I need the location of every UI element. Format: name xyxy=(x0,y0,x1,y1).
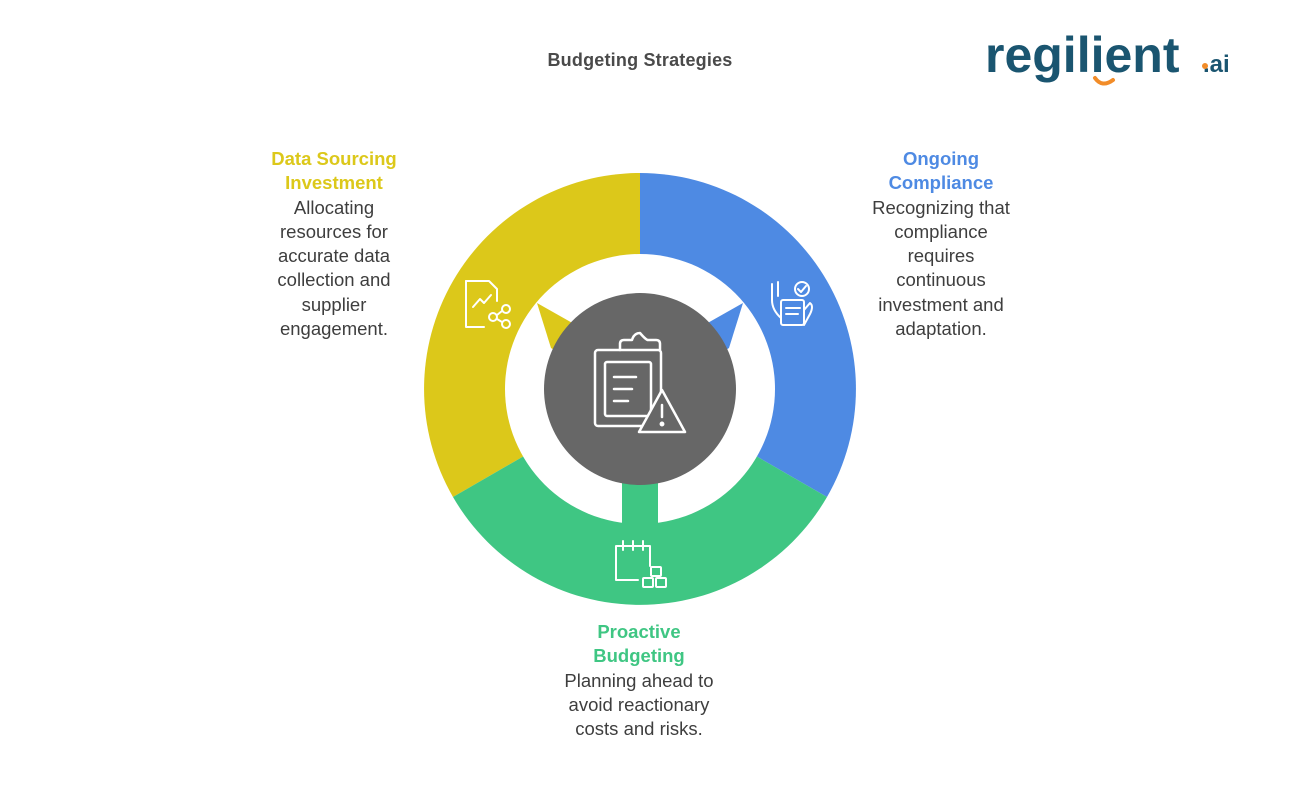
heading-data-sourcing-line2: Investment xyxy=(285,172,383,194)
desc-data-sourcing-line2: resources for xyxy=(280,220,388,242)
checklist-hand-icon xyxy=(771,281,813,326)
desc-data-sourcing-line5: supplier xyxy=(301,293,367,315)
center-hub xyxy=(544,293,736,485)
label-proactive-budgeting: Proactive Budgeting Planning ahead to av… xyxy=(548,620,730,741)
clipboard-warning-icon xyxy=(593,331,687,434)
heading-ongoing-compliance-line1: Ongoing xyxy=(902,148,980,169)
desc-ongoing-compliance-line5: investment and xyxy=(878,293,1004,315)
desc-proactive-budgeting-line2: avoid reactionary xyxy=(568,693,710,715)
page-title: Budgeting Strategies xyxy=(547,50,733,70)
desc-ongoing-compliance-line4: continuous xyxy=(896,269,986,291)
desc-data-sourcing-line1: Allocating xyxy=(293,196,375,218)
company-logo: regilient .ai xyxy=(985,27,1230,86)
desc-data-sourcing-line6: engagement. xyxy=(279,318,388,340)
desc-ongoing-compliance-line1: Recognizing that xyxy=(872,196,1010,218)
logo-wordmark: regilient xyxy=(985,27,1180,83)
label-data-sourcing: Data Sourcing Investment Allocating reso… xyxy=(254,147,414,341)
desc-data-sourcing-line3: accurate data xyxy=(277,245,391,267)
desc-proactive-budgeting-line3: costs and risks. xyxy=(575,718,703,740)
calendar-blocks-icon xyxy=(615,540,667,588)
desc-data-sourcing-line4: collection and xyxy=(277,269,391,291)
desc-ongoing-compliance-line3: requires xyxy=(907,245,975,267)
heading-proactive-budgeting-line2: Budgeting xyxy=(593,645,685,667)
logo-accent-mark xyxy=(1093,76,1115,86)
heading-data-sourcing-line1: Data Sourcing xyxy=(271,148,397,169)
logo-accent-dot xyxy=(1202,63,1208,69)
desc-proactive-budgeting-line1: Planning ahead to xyxy=(564,669,714,691)
desc-ongoing-compliance-line2: compliance xyxy=(894,220,988,242)
heading-ongoing-compliance-line2: Compliance xyxy=(888,172,994,194)
label-ongoing-compliance: Ongoing Compliance Recognizing that comp… xyxy=(853,147,1029,341)
document-chart-share-icon xyxy=(465,280,511,329)
desc-ongoing-compliance-line6: adaptation. xyxy=(895,318,987,340)
heading-proactive-budgeting-line1: Proactive xyxy=(597,621,681,642)
